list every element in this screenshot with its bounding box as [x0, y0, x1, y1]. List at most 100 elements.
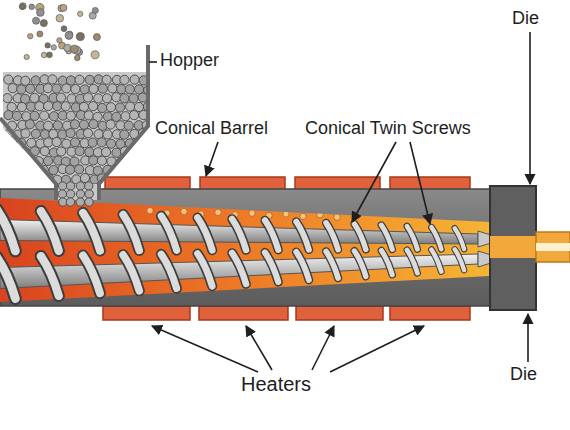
pellet — [106, 193, 115, 202]
melting-pellet — [334, 214, 340, 220]
pellet — [4, 166, 13, 175]
pellet — [75, 147, 84, 156]
barrel-body — [0, 189, 492, 306]
pellet — [84, 111, 93, 120]
pellet — [143, 139, 152, 148]
screw-flight-edge — [123, 214, 139, 250]
pellet — [102, 184, 111, 193]
screw-flight-edge — [354, 251, 365, 276]
screw-flight — [381, 225, 392, 249]
bore-detail — [147, 207, 340, 220]
pellet — [101, 148, 110, 157]
pellet — [12, 111, 21, 120]
pellet — [135, 192, 144, 201]
pellet — [106, 120, 115, 129]
pellet — [30, 93, 39, 102]
melting-pellet — [317, 212, 323, 218]
screw-flight — [381, 251, 392, 275]
screw-flight-edge — [455, 228, 464, 249]
pellet — [126, 102, 135, 111]
pellet — [137, 165, 146, 174]
pellet — [9, 156, 18, 165]
screw-flight-edge — [381, 251, 392, 275]
pellet — [117, 193, 126, 202]
screw-flight — [161, 216, 176, 250]
falling-pellets — [19, 3, 100, 61]
pellet — [134, 156, 143, 165]
pellet — [76, 33, 84, 41]
pellet — [43, 156, 52, 165]
pellet — [26, 175, 35, 184]
pellet — [83, 93, 92, 102]
pellet — [36, 174, 45, 183]
pellet — [70, 45, 78, 53]
pellet — [48, 75, 57, 84]
pellet — [66, 128, 75, 137]
heater-band — [296, 306, 383, 320]
screw-flight — [41, 211, 59, 251]
leader-line — [529, 32, 531, 184]
screw-flight — [198, 254, 213, 287]
pellet — [78, 11, 83, 16]
pellet — [20, 183, 29, 192]
pellet — [89, 84, 98, 93]
pellet — [3, 147, 12, 156]
pellet — [61, 26, 67, 32]
pellet — [53, 102, 62, 111]
screw-flight — [407, 226, 417, 249]
heater-band — [390, 306, 470, 320]
leader-line — [152, 326, 258, 372]
pellet — [7, 193, 16, 202]
pellet — [45, 43, 50, 48]
screw-flight-edge — [161, 216, 176, 250]
leader-line — [206, 142, 218, 176]
pellet — [58, 190, 66, 198]
pellet — [58, 182, 66, 190]
pellet — [106, 139, 115, 148]
pellet — [112, 183, 121, 192]
pellet — [25, 120, 34, 129]
pellet — [64, 44, 71, 51]
pellet — [89, 120, 98, 129]
leader-line — [410, 142, 430, 224]
pellet — [8, 84, 17, 93]
pellet — [89, 102, 98, 111]
pellet — [21, 76, 30, 85]
pellet — [120, 166, 129, 175]
screw-flight-edge — [407, 226, 417, 249]
screw-flight-edge — [123, 255, 139, 291]
pellet — [120, 130, 129, 139]
pellet — [120, 75, 129, 84]
pellet — [18, 192, 27, 201]
screw-flight — [407, 250, 417, 273]
pellet — [40, 111, 49, 120]
melting-pellet — [300, 213, 306, 219]
pellet — [85, 182, 93, 190]
screw-flight — [265, 220, 278, 249]
screw-flight-edge — [296, 222, 309, 250]
pellet — [30, 111, 39, 120]
pellet — [138, 93, 147, 102]
pellet — [107, 175, 116, 184]
part-label: Conical Barrel — [155, 119, 268, 139]
pellet — [17, 85, 26, 94]
screw-flight — [0, 209, 15, 251]
pellet — [17, 102, 26, 111]
pellet — [102, 75, 111, 84]
pellet — [129, 183, 138, 192]
pellet — [66, 111, 75, 120]
screw-flight-edge — [326, 223, 338, 250]
heater-band — [199, 306, 288, 320]
pellet — [43, 84, 52, 93]
screw-flight — [265, 252, 278, 281]
pellet — [130, 111, 139, 120]
pellet — [39, 184, 48, 193]
die-block — [490, 186, 536, 310]
pellet — [49, 165, 58, 174]
screw-flight — [455, 228, 464, 249]
pellet — [13, 183, 22, 192]
leader-lines — [149, 32, 530, 372]
pellet — [3, 183, 12, 192]
pellet — [35, 193, 44, 202]
